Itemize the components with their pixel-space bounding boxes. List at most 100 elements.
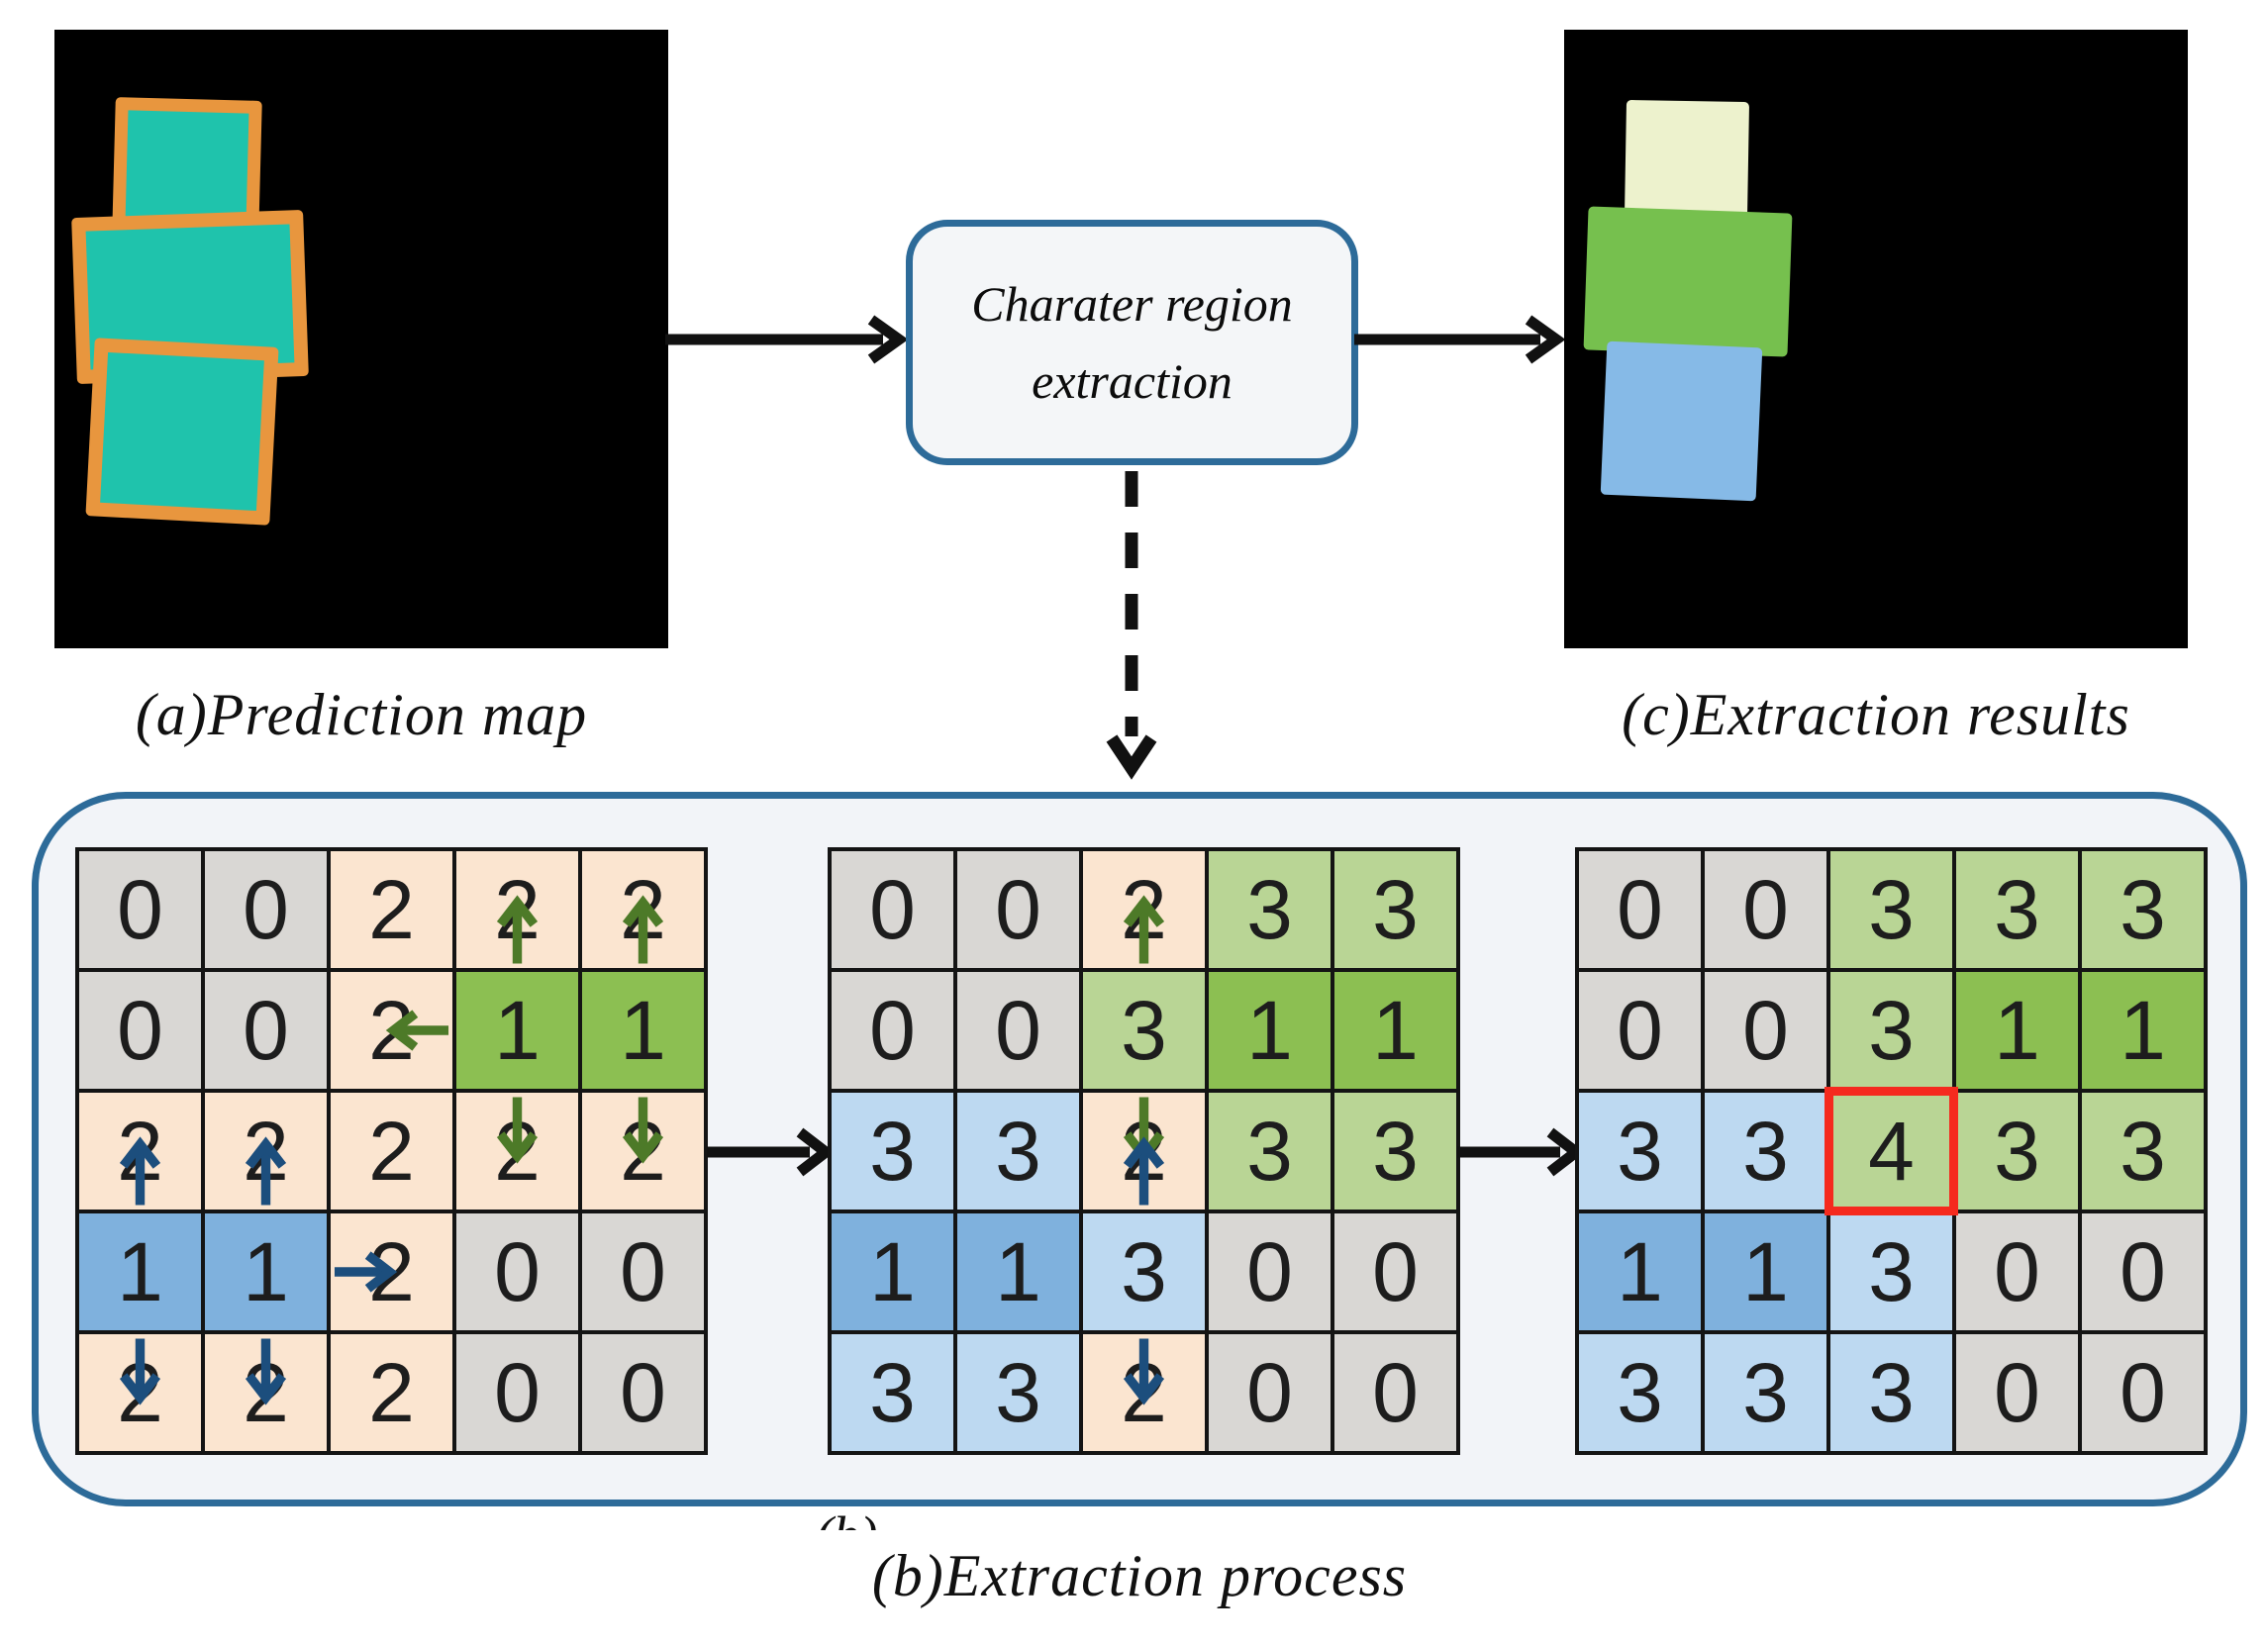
cell-value: 4 bbox=[1868, 1105, 1915, 1198]
grid-cell: 0 bbox=[830, 970, 955, 1091]
grid-cell: 0 bbox=[580, 1332, 706, 1453]
cell-value: 0 bbox=[1742, 984, 1789, 1077]
arrow-prediction-to-box-icon bbox=[665, 315, 909, 364]
grid-cell: 0 bbox=[2080, 1211, 2206, 1332]
cell-value: 0 bbox=[117, 984, 163, 1077]
caption-prediction-map: (a)Prediction map bbox=[135, 682, 588, 747]
grid-cell: 3 bbox=[1954, 1091, 2080, 1211]
grid-cell: 3 bbox=[1332, 849, 1458, 970]
cell-value: 3 bbox=[1868, 1225, 1915, 1318]
grid-cell: 3 bbox=[1703, 1091, 1828, 1211]
up-arrow-icon bbox=[622, 895, 664, 964]
up-arrow-icon bbox=[496, 895, 539, 964]
box-label-line2: extraction bbox=[1032, 353, 1233, 409]
grid-cell: 1 bbox=[2080, 970, 2206, 1091]
cell-value: 1 bbox=[1246, 984, 1293, 1077]
grid-cell: 2 bbox=[454, 1091, 580, 1211]
caption-extraction-process: (b)Extraction process bbox=[871, 1543, 1408, 1608]
cell-value: 0 bbox=[1617, 984, 1663, 1077]
grid-cell: 0 bbox=[454, 1211, 580, 1332]
grid-cell: 1 bbox=[830, 1211, 955, 1332]
grid-cell: 0 bbox=[1207, 1211, 1332, 1332]
cell-value: 1 bbox=[620, 984, 666, 1077]
grid-cell: 3 bbox=[1207, 1091, 1332, 1211]
cell-value: 3 bbox=[869, 1105, 916, 1198]
grid-cell: 0 bbox=[203, 970, 329, 1091]
grid-cell: 2 bbox=[203, 1332, 329, 1453]
down-arrow-icon bbox=[622, 1097, 664, 1164]
cell-value: 0 bbox=[494, 1346, 541, 1439]
cell-value: 3 bbox=[995, 1346, 1041, 1439]
cell-value: 0 bbox=[1994, 1225, 2040, 1318]
right-arrow-icon bbox=[334, 1251, 398, 1293]
grid-cell: 3 bbox=[1081, 970, 1207, 1091]
cell-value: 0 bbox=[869, 863, 916, 956]
cell-value: 1 bbox=[995, 1225, 1041, 1318]
grid-cell: 3 bbox=[955, 1091, 1081, 1211]
grid-cell: 3 bbox=[1577, 1091, 1703, 1211]
cell-value: 3 bbox=[1742, 1105, 1789, 1198]
cell-value: 0 bbox=[1372, 1225, 1419, 1318]
grid-cell: 3 bbox=[1577, 1332, 1703, 1453]
grid-cell: 3 bbox=[1207, 849, 1332, 970]
grid-cell: 1 bbox=[454, 970, 580, 1091]
cell-value: 3 bbox=[995, 1105, 1041, 1198]
cell-value: 1 bbox=[494, 984, 541, 1077]
cell-value: 0 bbox=[1742, 863, 1789, 956]
up-arrow-icon bbox=[1123, 1136, 1165, 1206]
cell-value: 1 bbox=[869, 1225, 916, 1318]
arrow-step1-to-step2-icon bbox=[707, 1127, 832, 1177]
grid-cell: 0 bbox=[580, 1211, 706, 1332]
grid-cell: 1 bbox=[77, 1211, 203, 1332]
grid-cell: 2 bbox=[329, 1211, 454, 1332]
cell-value: 0 bbox=[995, 984, 1041, 1077]
cell-value: 1 bbox=[117, 1225, 163, 1318]
cell-value: 3 bbox=[1868, 863, 1915, 956]
grid-cell: 3 bbox=[1828, 1211, 1954, 1332]
grid-cell: 0 bbox=[1703, 849, 1828, 970]
cell-value: 2 bbox=[368, 1346, 415, 1439]
grid-cell: 0 bbox=[955, 970, 1081, 1091]
arrow-box-to-results-icon bbox=[1354, 315, 1566, 364]
grid-cell: 3 bbox=[2080, 1091, 2206, 1211]
grid-cell: 0 bbox=[1954, 1211, 2080, 1332]
cell-value: 1 bbox=[1994, 984, 2040, 1077]
left-arrow-icon bbox=[385, 1010, 449, 1051]
grid-cell: 2 bbox=[329, 1091, 454, 1211]
up-arrow-icon bbox=[119, 1136, 161, 1206]
grid-cell: 4 bbox=[1824, 1087, 1958, 1215]
cell-value: 3 bbox=[1121, 984, 1167, 1077]
cell-value: 3 bbox=[1994, 1105, 2040, 1198]
cell-value: 0 bbox=[243, 863, 289, 956]
grid-cell: 1 bbox=[1577, 1211, 1703, 1332]
grid-cell: 3 bbox=[1828, 849, 1954, 970]
grid-cell: 3 bbox=[1828, 970, 1954, 1091]
grid-cell: 0 bbox=[1332, 1211, 1458, 1332]
down-arrow-icon bbox=[119, 1338, 161, 1405]
region-shape bbox=[85, 338, 279, 526]
extraction-results-image bbox=[1564, 30, 2188, 648]
cell-value: 3 bbox=[2120, 1105, 2166, 1198]
grid-cell: 3 bbox=[1081, 1211, 1207, 1332]
grid-cell: 2 bbox=[580, 849, 706, 970]
cell-value: 3 bbox=[1372, 863, 1419, 956]
grid-cell: 2 bbox=[1081, 1332, 1207, 1453]
cell-value: 3 bbox=[1617, 1346, 1663, 1439]
cell-value: 0 bbox=[1372, 1346, 1419, 1439]
grid-cell: 3 bbox=[1954, 849, 2080, 970]
grid-cell: 0 bbox=[1954, 1332, 2080, 1453]
up-arrow-icon bbox=[245, 1136, 287, 1206]
cell-value: 3 bbox=[1121, 1225, 1167, 1318]
grid-cell: 2 bbox=[77, 1332, 203, 1453]
grid-cell: 1 bbox=[580, 970, 706, 1091]
cell-value: 0 bbox=[243, 984, 289, 1077]
grid-cell: 0 bbox=[1577, 849, 1703, 970]
cell-value: 3 bbox=[1868, 1346, 1915, 1439]
grid-cell: 0 bbox=[1207, 1332, 1332, 1453]
cell-value: 3 bbox=[1246, 1105, 1293, 1198]
arrow-step2-to-step3-icon bbox=[1457, 1127, 1582, 1177]
cell-value: 0 bbox=[1246, 1225, 1293, 1318]
